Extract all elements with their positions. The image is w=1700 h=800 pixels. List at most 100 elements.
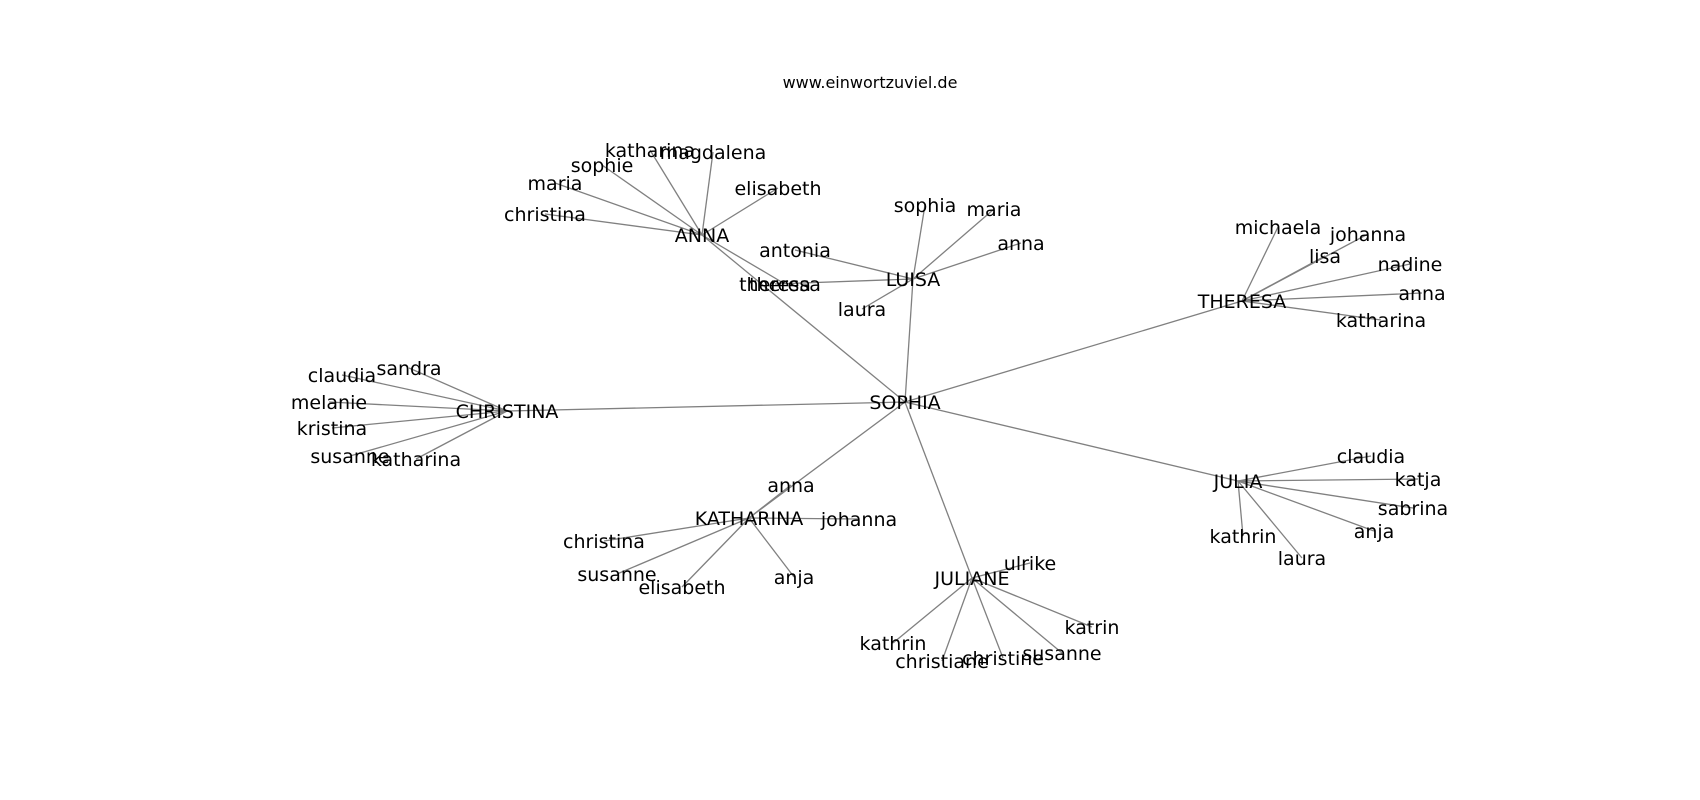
edge-anna-sophie — [601, 164, 703, 236]
edge-anna-maria — [554, 182, 703, 236]
edge-julia-laura — [1237, 480, 1303, 559]
edge-luisa-sophia — [912, 204, 926, 280]
node-katharina-anja: anja — [774, 567, 815, 589]
node-christina-claudia: claudia — [308, 365, 376, 387]
edge-theresa-anna — [1241, 292, 1423, 302]
node-julia-claudia: claudia — [1337, 446, 1405, 468]
edge-sophia-christina — [506, 401, 906, 412]
node-julia-katja: katja — [1395, 469, 1442, 491]
edge-juliane-christiane — [941, 577, 973, 662]
node-luisa-theresa: theresa — [739, 274, 811, 296]
node-katharina-elisabeth: elisabeth — [638, 577, 725, 599]
node-julia-anja: anja — [1354, 521, 1395, 543]
node-luisa-sophia: sophia — [894, 195, 957, 217]
edge-christina-claudia — [341, 374, 508, 412]
node-juliane-kathrin: kathrin — [860, 633, 927, 655]
edge-juliane-katrin — [971, 577, 1093, 628]
edge-christina-sandra — [408, 367, 508, 412]
edge-juliane-kathrin — [892, 577, 973, 644]
node-christina-melanie: melanie — [291, 392, 367, 414]
edge-anna-theresa — [701, 234, 786, 285]
node-katharina-johanna: johanna — [820, 509, 897, 531]
node-juliane-christine: christine — [962, 648, 1044, 670]
node-luisa-anna: anna — [997, 233, 1044, 255]
edge-katharina-anna — [748, 484, 792, 519]
edge-katharina-susanne — [616, 517, 750, 575]
node-katharina-christina: christina — [563, 531, 645, 553]
edge-sophia-katharina — [748, 401, 906, 519]
node-theresa-anna: anna — [1398, 283, 1445, 305]
node-juliane-susanne: susanne — [1022, 643, 1101, 665]
node-theresa: THERESA — [1197, 291, 1287, 313]
node-labels: SOPHIAANNAkatharinamagdalenasophieelisab… — [291, 140, 1448, 673]
edge-katharina-christina — [603, 517, 750, 542]
node-anna-katharina: katharina — [605, 140, 695, 162]
node-katharina-susanne: susanne — [577, 564, 656, 586]
node-anna-sophie: sophie — [571, 155, 634, 177]
node-theresa-michaela: michaela — [1235, 217, 1322, 239]
node-theresa-katharina: katharina — [1336, 310, 1426, 332]
edge-katharina-johanna — [748, 517, 860, 520]
edge-sophia-juliane — [904, 401, 973, 579]
edge-katharina-elisabeth — [681, 517, 750, 588]
node-luisa: LUISA — [886, 269, 941, 291]
edges — [328, 149, 1423, 662]
edge-julia-kathrin — [1237, 480, 1244, 537]
edge-christina-melanie — [328, 401, 508, 412]
node-katharina: KATHARINA — [695, 508, 804, 530]
edge-luisa-maria — [912, 208, 995, 280]
edge-christina-kristina — [331, 410, 508, 429]
node-anna-christina: christina — [504, 204, 586, 226]
edge-sophia-julia — [904, 401, 1239, 482]
edge-luisa-antonia — [794, 249, 914, 280]
edge-luisa-anna — [912, 242, 1022, 280]
node-luisa-maria: maria — [967, 199, 1022, 221]
node-julia-sabrina: sabrina — [1378, 498, 1448, 520]
node-christina-susanne: susanne — [310, 446, 389, 468]
node-katharina-anna: anna — [767, 475, 814, 497]
edge-sophia-anna — [701, 234, 906, 403]
node-anna-theresa: theresa — [749, 274, 821, 296]
edge-anna-elisabeth — [701, 187, 779, 236]
node-christina: CHRISTINA — [456, 401, 559, 423]
node-anna-elisabeth: elisabeth — [734, 178, 821, 200]
edge-theresa-katharina — [1241, 300, 1382, 321]
edge-julia-claudia — [1237, 455, 1372, 482]
node-theresa-johanna: johanna — [1329, 224, 1406, 246]
node-julia-kathrin: kathrin — [1210, 526, 1277, 548]
node-luisa-antonia: antonia — [759, 240, 831, 262]
edge-julia-sabrina — [1237, 480, 1414, 509]
edge-theresa-lisa — [1241, 255, 1326, 302]
edge-christina-susanne — [349, 410, 508, 457]
node-christina-katharina: katharina — [371, 449, 461, 471]
node-theresa-lisa: lisa — [1309, 246, 1341, 268]
node-sophia: SOPHIA — [869, 392, 940, 414]
node-anna-maria: maria — [528, 173, 583, 195]
node-theresa-nadine: nadine — [1378, 254, 1443, 276]
node-juliane-ulrike: ulrike — [1004, 553, 1056, 575]
edge-luisa-theresa — [774, 278, 914, 285]
edge-anna-katharina — [649, 149, 703, 236]
edge-luisa-laura — [861, 278, 914, 310]
edge-sophia-theresa — [904, 300, 1243, 403]
node-julia-laura: laura — [1278, 548, 1326, 570]
edge-juliane-ulrike — [971, 562, 1031, 579]
edge-julia-katja — [1237, 478, 1419, 482]
edge-anna-magdalena — [701, 151, 714, 236]
node-luisa-laura: laura — [838, 299, 886, 321]
node-anna-magdalena: magdalena — [660, 142, 767, 164]
edge-theresa-nadine — [1241, 263, 1411, 302]
edge-anna-christina — [544, 213, 703, 236]
node-juliane-christiane: christiane — [895, 651, 989, 673]
edge-theresa-michaela — [1241, 226, 1279, 302]
edge-katharina-anja — [748, 517, 795, 578]
site-url: www.einwortzuviel.de — [783, 73, 958, 92]
edge-julia-anja — [1237, 480, 1375, 532]
edge-juliane-susanne — [971, 577, 1063, 654]
node-christina-kristina: kristina — [297, 418, 367, 440]
edge-christina-katharina — [415, 410, 508, 460]
edge-juliane-christine — [971, 577, 1004, 659]
node-christina-sandra: sandra — [376, 358, 441, 380]
node-julia: JULIA — [1213, 471, 1263, 493]
